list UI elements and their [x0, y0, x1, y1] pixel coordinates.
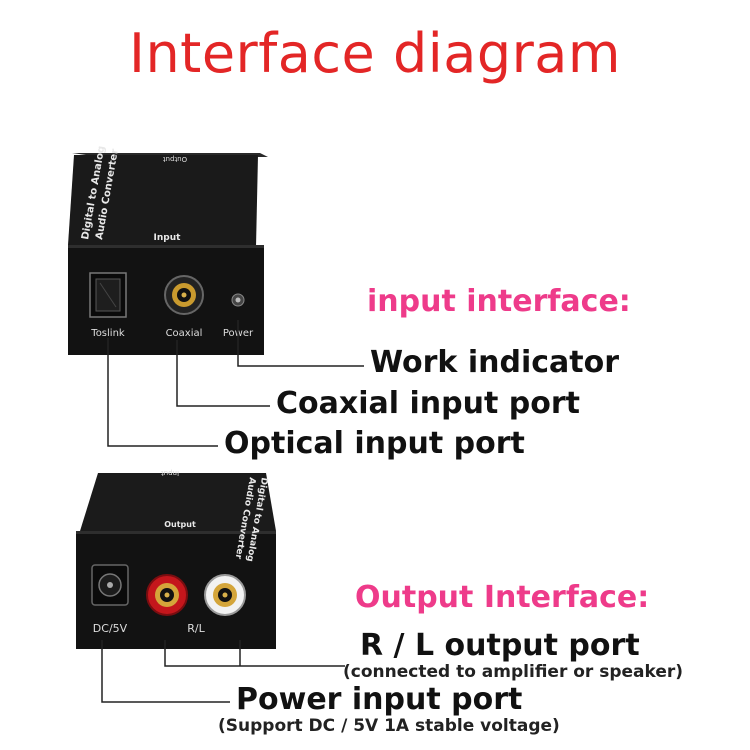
rl-label: R/L — [187, 622, 205, 635]
rca-white-port — [204, 574, 246, 616]
device-top-label: Output — [163, 155, 188, 163]
leader-rl — [164, 640, 345, 667]
rca-red-port — [146, 574, 188, 616]
power-indicator-led — [231, 293, 245, 307]
leader-coaxial — [176, 340, 270, 407]
optical-input-port-callout: Optical input port — [224, 426, 525, 461]
coaxial-port — [164, 275, 204, 315]
leader-work-indicator — [237, 320, 364, 367]
device-top-face — [68, 155, 258, 247]
coaxial-label: Coaxial — [166, 328, 203, 339]
dc-power-jack — [91, 564, 129, 606]
input-side-device: Output Digital to Analog Audio Converter… — [68, 145, 268, 355]
device-top-label: Input — [161, 469, 179, 477]
work-indicator-callout: Work indicator — [370, 345, 619, 380]
input-interface-heading: input interface: — [367, 284, 631, 319]
power-input-port-callout: Power input port — [236, 682, 523, 717]
leader-power — [101, 640, 230, 703]
toslink-label: Toslink — [90, 328, 125, 339]
power-input-port-note: (Support DC / 5V 1A stable voltage) — [218, 716, 560, 736]
rl-output-port-note: (connected to amplifier or speaker) — [343, 662, 684, 682]
device-front-label: Output — [164, 520, 196, 529]
output-side-device: Input Digital to Analog Audio Converter … — [76, 469, 276, 649]
device-front-label: Input — [154, 233, 182, 243]
dc-label: DC/5V — [93, 622, 128, 635]
page-title: Interface diagram — [129, 22, 621, 85]
device-top-face — [80, 473, 276, 531]
leader-optical — [107, 338, 218, 447]
rl-output-port-callout: R / L output port — [360, 628, 640, 663]
output-interface-heading: Output Interface: — [355, 580, 650, 615]
toslink-port — [89, 272, 127, 318]
coaxial-input-port-callout: Coaxial input port — [276, 386, 580, 421]
